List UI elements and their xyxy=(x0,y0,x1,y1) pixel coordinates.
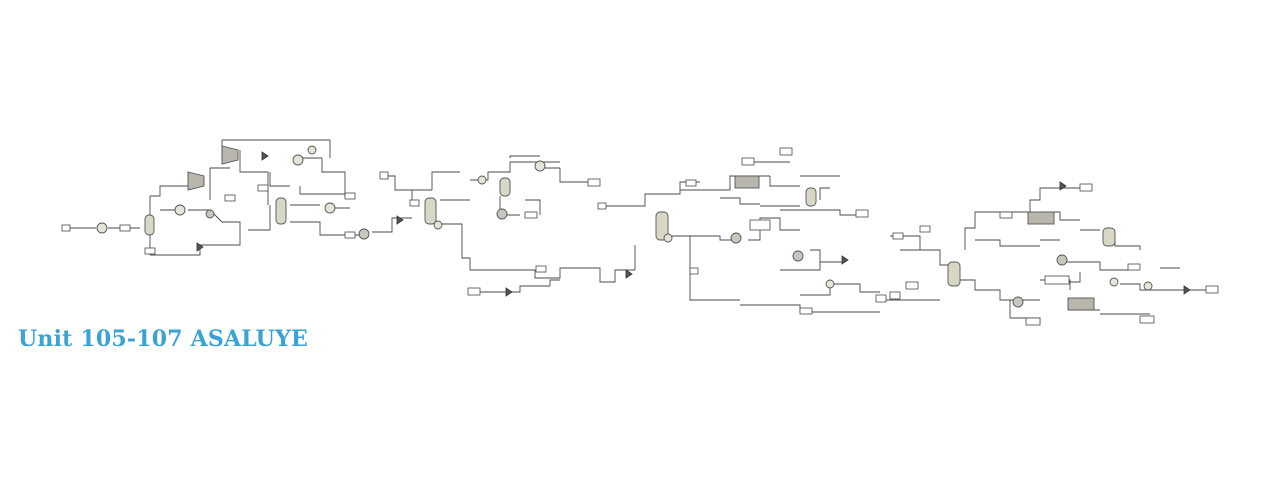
stream-tag xyxy=(779,147,793,156)
stream-tag xyxy=(344,192,356,200)
stream-tag xyxy=(1127,263,1141,271)
stream-tag xyxy=(741,157,755,166)
valve-icon xyxy=(625,269,633,279)
stream-tag xyxy=(919,225,931,233)
stream-tag xyxy=(535,265,547,273)
valve-icon xyxy=(505,287,513,297)
diagram-caption: Unit 105-107 ASALUYE xyxy=(18,326,308,352)
heat-exchanger xyxy=(1109,277,1119,287)
reboiler xyxy=(663,233,673,243)
feed-drum xyxy=(144,214,155,236)
pump-icon xyxy=(205,209,215,219)
pump-icon xyxy=(792,250,804,262)
stream-tag xyxy=(1205,285,1219,294)
stream-tag xyxy=(889,291,901,300)
heat-exchanger xyxy=(534,160,546,172)
stream-tag xyxy=(1025,317,1041,326)
valve-icon xyxy=(1183,285,1191,295)
heat-exchanger xyxy=(324,202,336,214)
stream-tag xyxy=(685,179,697,187)
pump-icon xyxy=(1012,296,1024,308)
feed-stream-tag xyxy=(61,224,71,232)
stream-tag xyxy=(524,211,538,219)
stream-tag xyxy=(144,247,156,255)
pump-icon xyxy=(496,208,508,220)
pump-icon xyxy=(730,232,742,244)
valve-icon xyxy=(261,151,269,161)
valve-icon xyxy=(396,215,404,225)
stream-tag xyxy=(379,171,389,180)
section-4 xyxy=(890,181,1219,326)
stream-tag xyxy=(875,294,887,303)
stream-tag xyxy=(467,287,481,296)
column xyxy=(947,261,961,287)
valve-icon xyxy=(196,242,204,252)
valve-icon xyxy=(841,255,849,265)
stream-tag xyxy=(799,307,813,315)
reflux-drum xyxy=(805,187,817,207)
heat-exchanger xyxy=(174,204,186,216)
pump-icon xyxy=(358,228,370,240)
stream-tag xyxy=(1079,183,1093,192)
section-2 xyxy=(320,155,601,297)
heat-exchanger xyxy=(825,279,835,289)
stream-tag xyxy=(344,231,356,239)
stream-tag xyxy=(587,178,601,187)
stream-tag xyxy=(409,199,420,207)
air-cooler xyxy=(734,175,760,189)
stream-tag xyxy=(999,211,1013,219)
stream-tag xyxy=(597,202,607,210)
stream-tag xyxy=(1044,275,1070,285)
stream-tag xyxy=(119,224,131,232)
reflux-drum xyxy=(499,177,511,197)
stream-tag xyxy=(224,194,236,202)
compressor-icon xyxy=(187,171,205,191)
heat-exchanger xyxy=(292,154,304,166)
pump-icon xyxy=(1056,254,1068,266)
stream-tag xyxy=(257,184,269,192)
section-3 xyxy=(585,147,940,315)
air-cooler xyxy=(1067,297,1095,311)
compressor-icon xyxy=(221,145,239,165)
stream-tag xyxy=(905,281,919,290)
stream-tag xyxy=(892,232,904,240)
column xyxy=(424,197,437,225)
feed-heater xyxy=(96,222,108,234)
section-feed xyxy=(61,139,356,256)
valve-icon xyxy=(1059,181,1067,191)
air-cooler xyxy=(1027,211,1055,225)
stream-tag xyxy=(749,219,771,231)
condenser xyxy=(477,175,487,185)
reboiler xyxy=(433,220,443,230)
heat-exchanger xyxy=(1143,281,1153,291)
stream-tag xyxy=(689,267,699,275)
stream-tag xyxy=(855,209,869,218)
separator-column xyxy=(275,197,287,225)
column xyxy=(655,211,669,241)
stream-tag xyxy=(1139,315,1155,324)
reflux-drum xyxy=(1102,227,1116,247)
cooler xyxy=(307,145,317,155)
